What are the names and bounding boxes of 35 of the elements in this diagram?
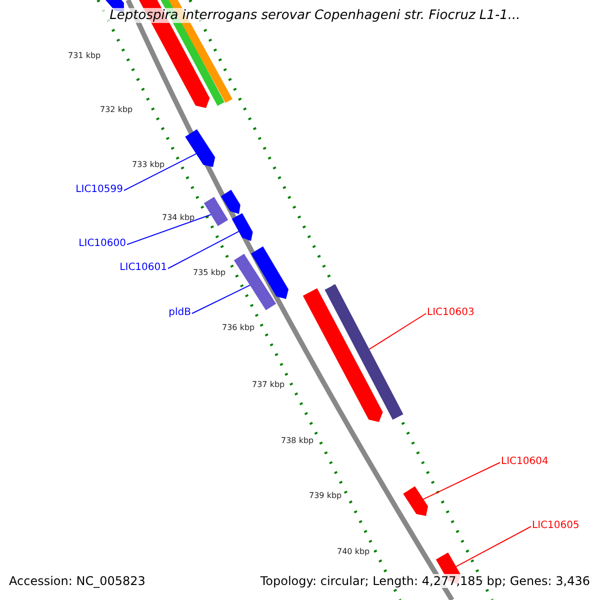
footer-text: Topology: circular; Length: 4,277,185 bp; Genes: 3,436	[260, 574, 590, 588]
scale-tick-label: 739 kbp	[309, 491, 342, 500]
gene-feature	[234, 254, 276, 310]
gene-feature	[302, 288, 383, 422]
gene-label: pldB	[168, 307, 191, 318]
scale-tick-label: 738 kbp	[281, 436, 314, 445]
footer-text: Accession: NC_005823	[9, 574, 146, 588]
leader-line	[456, 526, 532, 568]
scale-tick-label: 735 kbp	[193, 268, 226, 277]
leader-line	[124, 153, 197, 191]
gene-feature	[324, 284, 404, 420]
gene-label: LIC10605	[532, 520, 580, 531]
gene-feature	[220, 190, 240, 214]
gene-label: LIC10604	[501, 456, 548, 467]
scale-tick-label: 732 kbp	[100, 105, 133, 114]
leader-line	[368, 313, 426, 350]
leader-line	[126, 214, 212, 245]
scale-tick-label: 731 kbp	[68, 51, 101, 60]
gene-label: LIC10600	[78, 238, 126, 249]
leader-line	[422, 462, 500, 500]
scale-tick-label: 733 kbp	[132, 160, 165, 169]
gene-feature	[403, 486, 428, 516]
scale-tick-label: 737 kbp	[252, 380, 285, 389]
gene-label: LIC10603	[427, 307, 474, 318]
gene-feature	[232, 213, 253, 241]
scale-tick-label: 736 kbp	[222, 323, 255, 332]
gene-feature	[204, 196, 228, 226]
gene-feature	[185, 129, 216, 167]
leader-line	[168, 230, 240, 269]
gene-label: LIC10601	[120, 262, 167, 273]
gene-label: LIC10599	[76, 184, 123, 195]
scale-tick-label: 734 kbp	[162, 213, 195, 222]
leader-line	[192, 284, 250, 314]
gene-feature	[251, 246, 288, 299]
scale-tick-label: 740 kbp	[337, 547, 370, 556]
